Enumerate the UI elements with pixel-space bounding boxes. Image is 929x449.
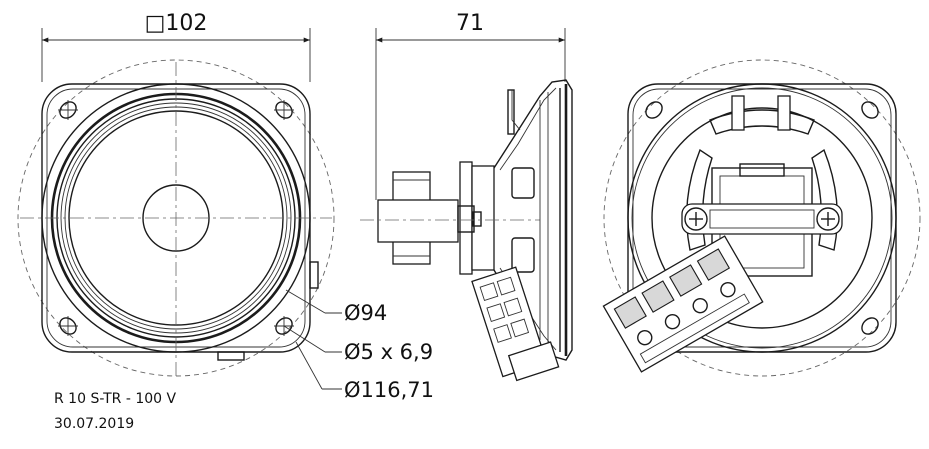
date-label: 30.07.2019 (54, 416, 134, 432)
mounting-hole-tl (59, 101, 77, 119)
width-label: □102 (145, 11, 208, 36)
bolt-circle-label: Ø116,71 (344, 378, 434, 402)
depth-label: 71 (456, 11, 484, 36)
mounting-hole-br (275, 317, 293, 335)
mounting-hole-bl (59, 317, 77, 335)
callout-leaders (283, 289, 342, 390)
width-dimension: □102 (41, 11, 311, 82)
hole-size-label: Ø5 x 6,9 (344, 340, 433, 364)
front-view (17, 59, 335, 377)
side-view: 71 (360, 11, 573, 382)
mounting-hole-tr (275, 101, 293, 119)
rear-view (602, 59, 921, 377)
cone-diameter-label: Ø94 (344, 301, 387, 325)
model-label: R 10 S-TR - 100 V (54, 391, 176, 407)
